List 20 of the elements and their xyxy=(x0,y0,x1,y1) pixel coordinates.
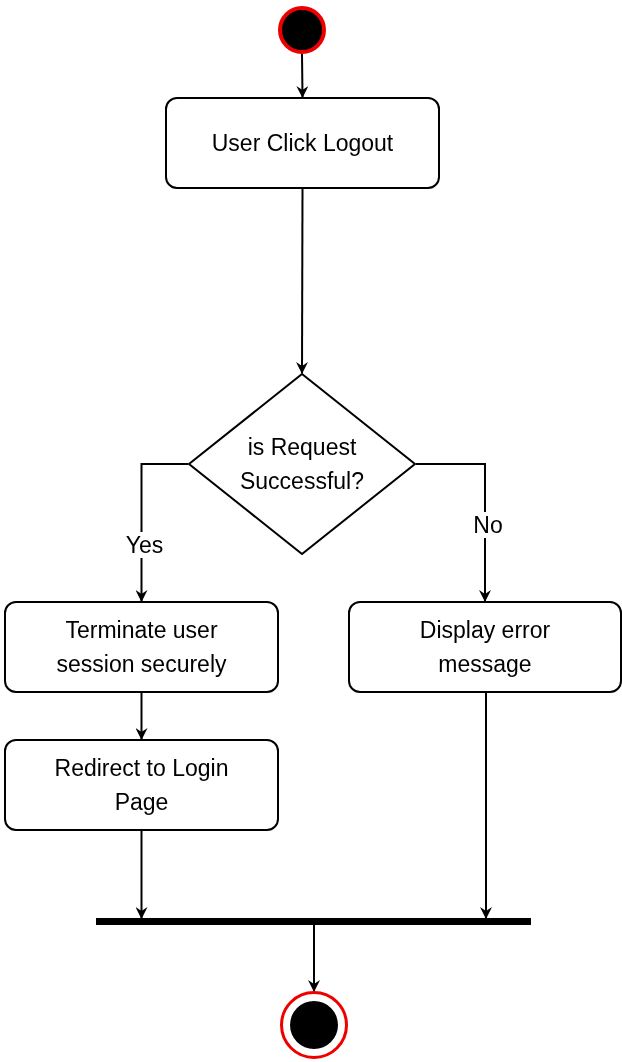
action-box xyxy=(4,739,279,831)
arrow xyxy=(135,830,148,919)
join-bar xyxy=(96,918,531,925)
action-box xyxy=(165,97,440,189)
node-text: User Click Logout xyxy=(211,129,394,158)
arrow xyxy=(296,53,309,98)
arrow xyxy=(135,692,148,740)
start-node-circle xyxy=(278,6,326,54)
action-box xyxy=(4,601,279,693)
node-text: Display error message xyxy=(418,616,552,679)
node-text: is Request Successful? xyxy=(239,433,365,496)
arrow xyxy=(296,188,309,374)
arrow xyxy=(308,924,320,992)
edge-label: Yes xyxy=(123,531,166,558)
arrow xyxy=(480,692,492,919)
arrow xyxy=(415,463,491,602)
node-text: Redirect to Login Page xyxy=(53,754,230,817)
node-text: Terminate user session securely xyxy=(55,616,228,679)
decision-diamond xyxy=(188,373,416,555)
action-box xyxy=(348,601,622,693)
